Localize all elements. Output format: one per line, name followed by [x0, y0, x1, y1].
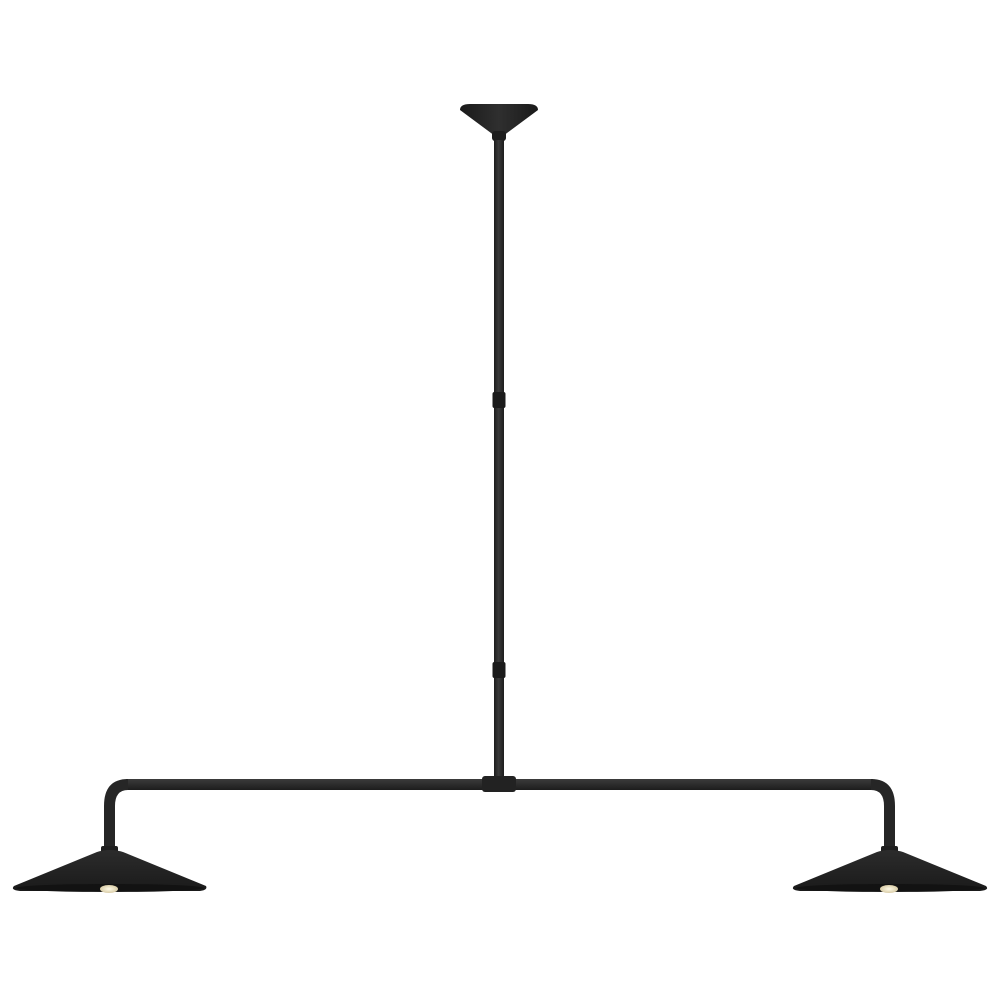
left-shade: [12, 846, 207, 893]
downrod: [492, 140, 506, 782]
right-bulb: [880, 885, 898, 893]
left-bulb: [100, 885, 118, 893]
right-shade: [792, 846, 988, 893]
ceiling-canopy: [460, 104, 538, 141]
horizontal-arm: [104, 776, 895, 852]
